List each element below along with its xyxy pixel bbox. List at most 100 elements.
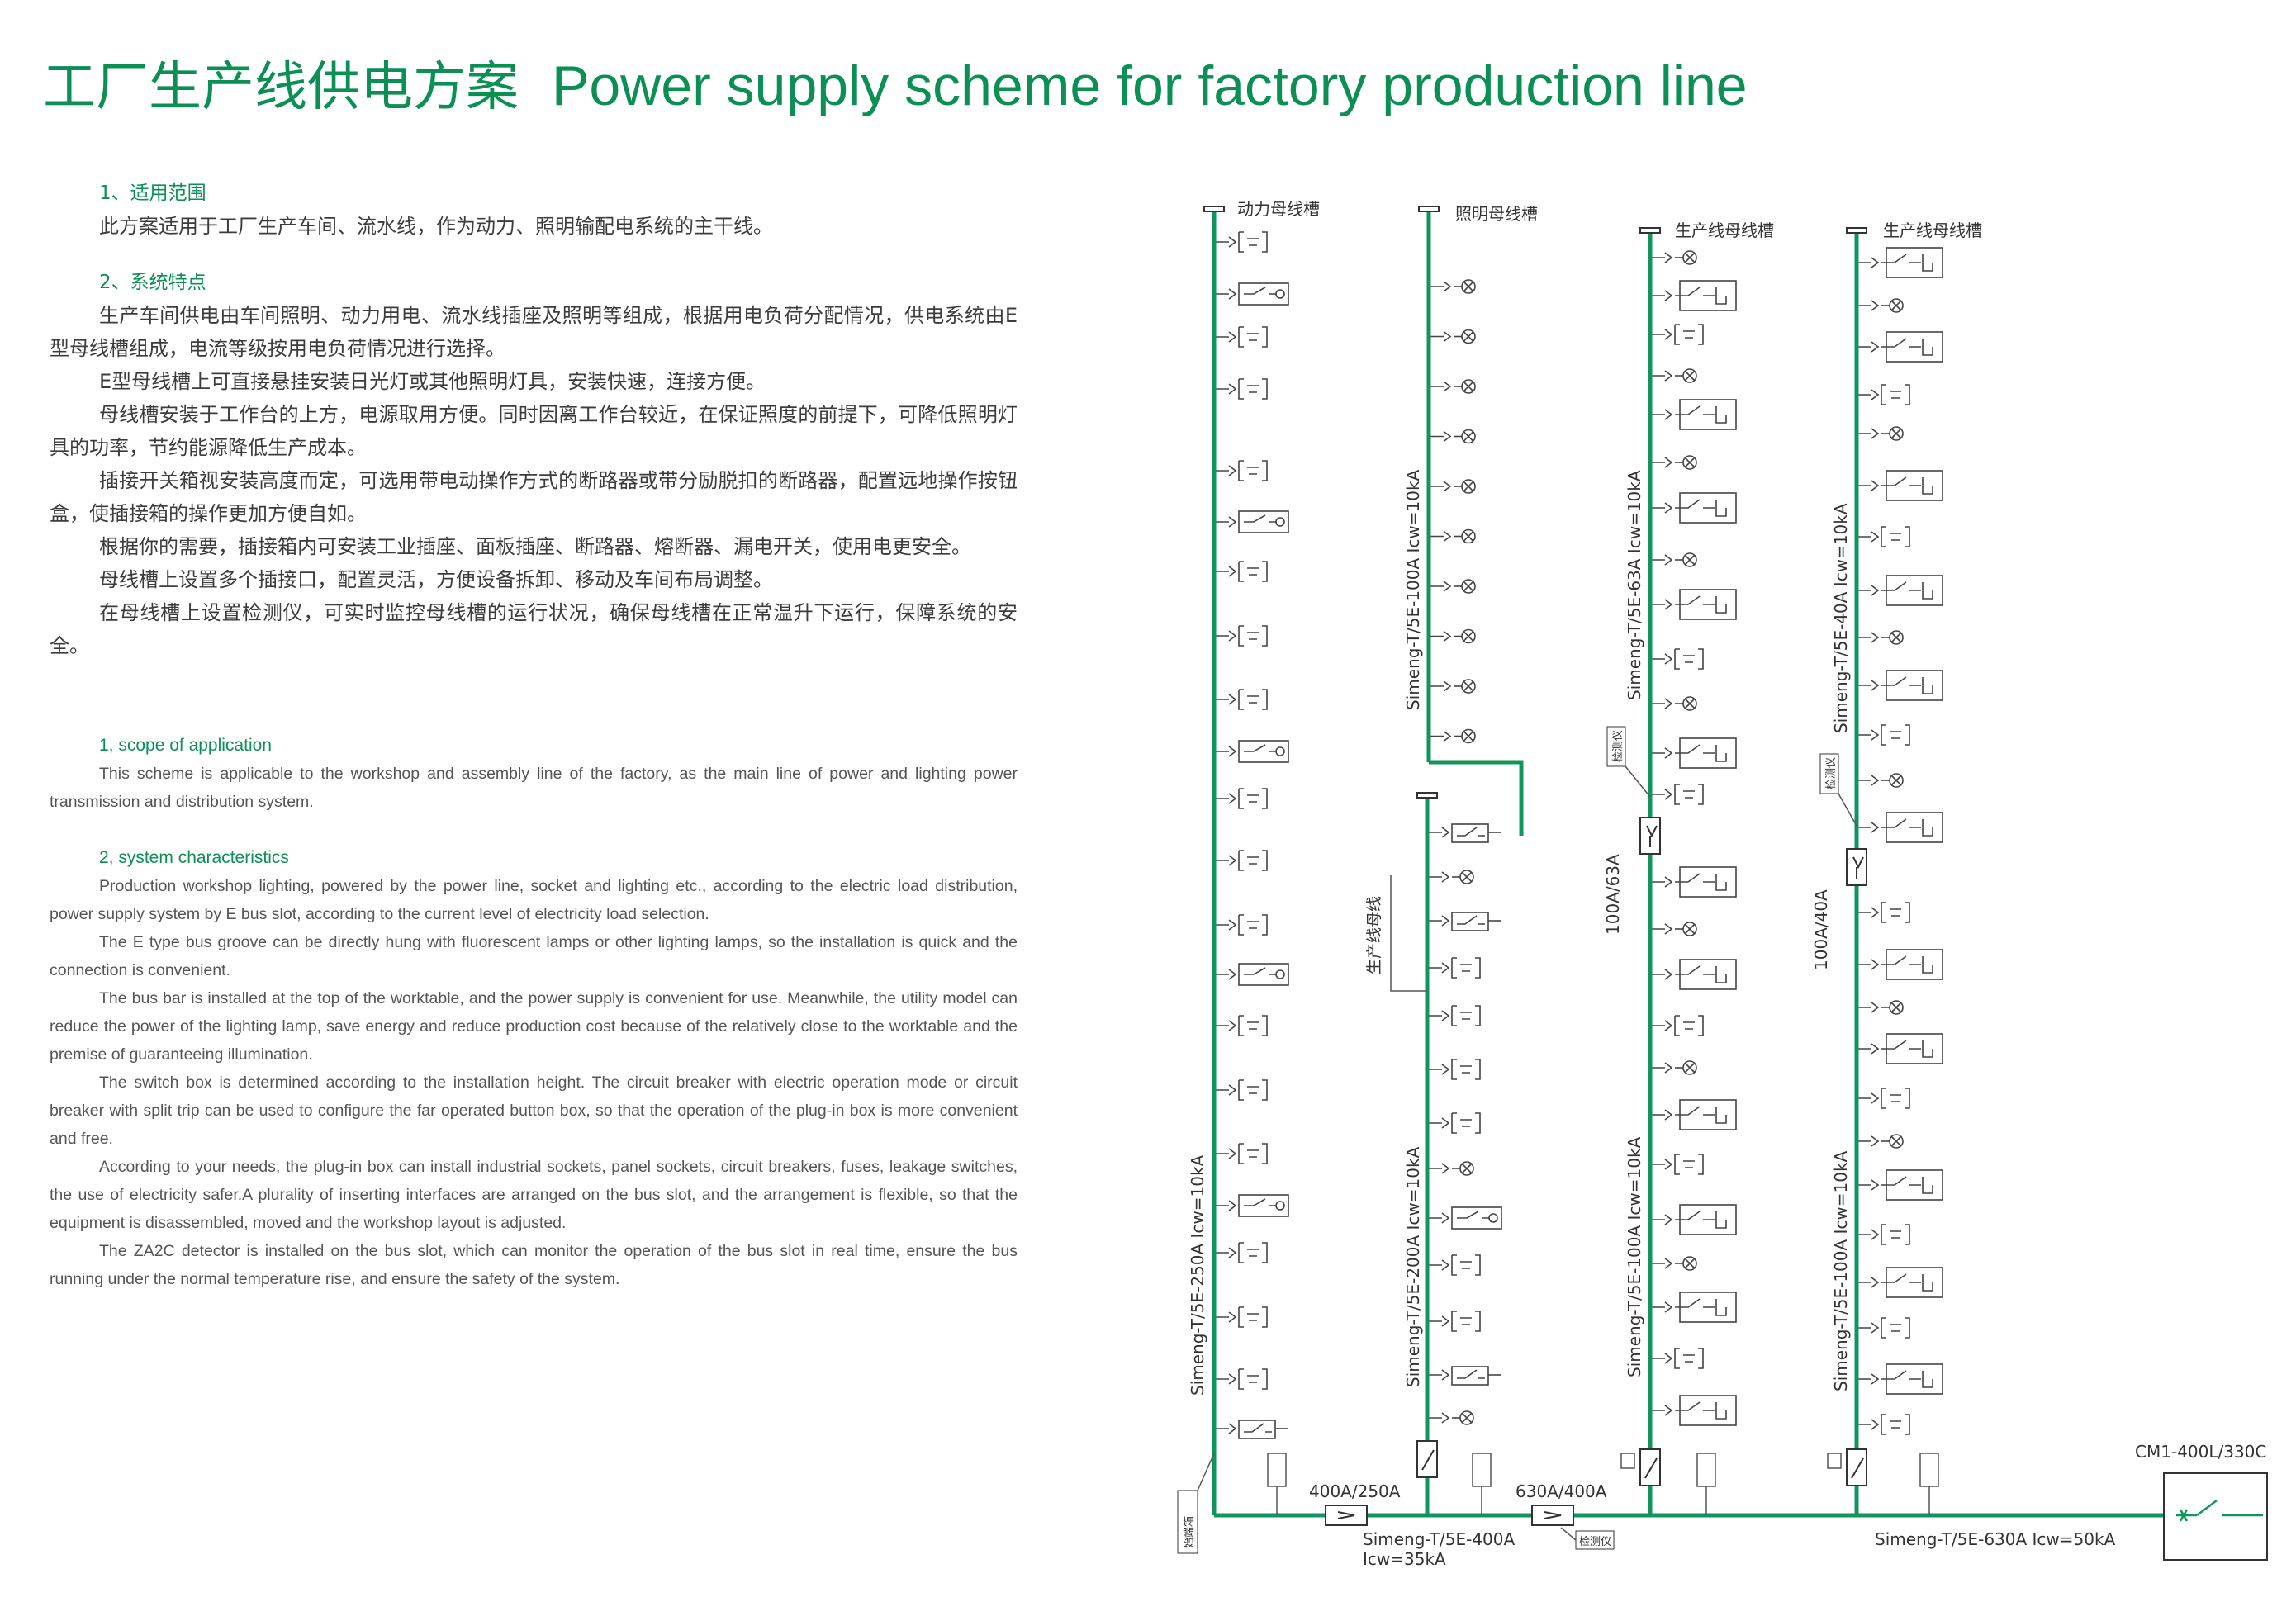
rating-power-main: Simeng-T/5E-250A Icw=10kA [1188, 1154, 1207, 1396]
title-en: Power supply scheme for factory producti… [552, 55, 1748, 117]
plug-feeder [1650, 1292, 1737, 1323]
en-paragraph: The E type bus groove can be directly hu… [50, 933, 1018, 979]
socket-feeder [1214, 326, 1268, 348]
plug-feeder [1650, 589, 1737, 620]
socket-feeder [1214, 1368, 1268, 1390]
bus-end-cap [1846, 227, 1867, 234]
lamp-feeder [1429, 329, 1476, 344]
plug-feeder [1650, 399, 1737, 430]
tap-label-prod1: 100A/63A [1603, 854, 1623, 935]
tap-label-mid-1: 400A/250A [1309, 1481, 1401, 1501]
lamp-feeder [1427, 1410, 1474, 1425]
lamp-feeder [1857, 1000, 1904, 1015]
cn-paragraph: 插接开关箱视安装高度而定，可选用带电动操作方式的断路器或带分励脱扣的断路器，配置… [50, 469, 1018, 525]
english-text: 1, scope of application This scheme is a… [50, 732, 1018, 1293]
plug-feeder [1857, 949, 1943, 980]
lamp-feeder [1650, 250, 1697, 265]
box-feeder [1214, 740, 1289, 763]
plug-feeder [1857, 812, 1943, 843]
lamp-feeder [1429, 628, 1476, 644]
lamp-feeder [1427, 870, 1474, 884]
socket-feeder [1427, 1059, 1481, 1080]
lamp-feeder [1650, 922, 1697, 936]
lamp-feeder [1857, 298, 1904, 313]
production-bus-label: 生产线母线 [1365, 896, 1383, 974]
cn-paragraph: 母线槽上设置多个插接口，配置灵活，方便设备拆卸、移动及车间布局调整。 [99, 568, 773, 591]
plug-feeder [1650, 1395, 1737, 1426]
leader-line [1390, 875, 1427, 992]
socket-feeder [1214, 1306, 1268, 1328]
title-zh: 工厂生产线供电方案 [43, 57, 519, 118]
socket-feeder [1427, 1112, 1481, 1134]
lamp-feeder [1650, 455, 1697, 470]
lamp-feeder [1857, 630, 1904, 645]
socket-feeder [1857, 526, 1910, 547]
lamp-feeder [1857, 773, 1904, 788]
plug-feeder [1857, 1363, 1943, 1395]
lamp-feeder [1429, 728, 1476, 744]
plug-feeder [1857, 331, 1943, 363]
plug-feeder [1650, 1204, 1737, 1235]
breaker-symbol [2176, 1500, 2263, 1522]
socket-feeder [1214, 460, 1268, 481]
branch-feeders [1214, 231, 1943, 1439]
text-column: 1、适用范围 此方案适用于工厂生产车间、流水线，作为动力、照明输配电系统的主干线… [50, 165, 1018, 1293]
outlet-symbol [1827, 1453, 1842, 1469]
tap-off-symbol [1646, 825, 1658, 847]
main-bus-labels: 400A/250A 630A/400A Simeng-T/5E-400A Icw… [1309, 1442, 2266, 1569]
socket-feeder [1214, 378, 1268, 400]
detectors: 检测仪 检测仪 检测仪 始端箱 [1177, 726, 1857, 1554]
rating-prod2-lower: Simeng-T/5E-100A Icw=10kA [1831, 1150, 1851, 1391]
socket-feeder [1427, 1311, 1481, 1332]
lamp-feeder [1429, 528, 1476, 544]
leader-line [1560, 1527, 1577, 1541]
leader-line [1197, 1453, 1215, 1491]
switch-symbol [1644, 1457, 1658, 1479]
coupler-box [1531, 1505, 1574, 1526]
socket-feeder [1857, 1088, 1910, 1109]
bus-label-power: 动力母线槽 [1237, 199, 1320, 219]
tap-off-symbol [1852, 856, 1864, 879]
incoming-breaker [2163, 1472, 2268, 1561]
switch-symbol [1851, 1457, 1864, 1479]
bus-label-production-1: 生产线母线槽 [1675, 220, 1774, 240]
socket-feeder [1214, 625, 1268, 647]
cn-section2-heading: 2、系统特点 [99, 272, 206, 293]
plug-feeder [1857, 247, 1943, 278]
lighting-jumper [1429, 760, 1524, 836]
plug-feeder [1857, 470, 1943, 501]
plug-feeder [1857, 1033, 1943, 1064]
bus-end-caps [1203, 206, 1867, 799]
socket-feeder [1650, 784, 1704, 805]
detector-label: 检测仪 [1612, 730, 1625, 762]
terminal-box [1177, 1490, 1198, 1554]
en-section1-text: This scheme is applicable to the worksho… [50, 765, 1018, 811]
vertical-ratings: Simeng-T/5E-250A Icw=10kA Simeng-T/5E-10… [1188, 469, 1851, 1396]
detector-label: 检测仪 [1579, 1536, 1611, 1548]
switch-symbol [1421, 1449, 1435, 1471]
production-bus-tap: 生产线母线 [1365, 875, 1427, 992]
main-bus-rating-left: Simeng-T/5E-400A [1363, 1529, 1515, 1549]
outlet-symbol [1696, 1453, 1716, 1515]
bus-lines [1212, 208, 2176, 1518]
lamp-feeder [1650, 368, 1697, 383]
cn-paragraph: 根据你的需要，插接箱内可安装工业插座、面板插座、断路器、熔断器、漏电开关，使用电… [99, 535, 971, 558]
socket-feeder [1650, 1348, 1704, 1369]
bottom-outlets [1267, 1453, 1939, 1515]
tap-label-prod2: 100A/40A [1811, 889, 1831, 970]
bus-label-production-2: 生产线母线槽 [1883, 220, 1982, 240]
socket-feeder [1214, 561, 1268, 582]
socket-feeder [1427, 957, 1481, 979]
leader-line [1838, 793, 1857, 827]
socket-feeder [1857, 1224, 1910, 1245]
rating-prod1-upper: Simeng-T/5E-63A Icw=10kA [1625, 470, 1644, 700]
rating-lighting-upper: Simeng-T/5E-100A Icw=10kA [1403, 469, 1423, 710]
rating-lighting-lower: Simeng-T/5E-200A Icw=10kA [1403, 1146, 1423, 1387]
coupler-symbol [1337, 1511, 1355, 1519]
socket-feeder [1857, 384, 1910, 405]
lamp-feeder [1857, 1134, 1904, 1149]
lamp-feeder [1650, 1256, 1697, 1271]
en-paragraph: The ZA2C detector is installed on the bu… [50, 1242, 1018, 1288]
bus-end-cap [1418, 206, 1440, 212]
switch-feeder [1427, 1366, 1501, 1386]
